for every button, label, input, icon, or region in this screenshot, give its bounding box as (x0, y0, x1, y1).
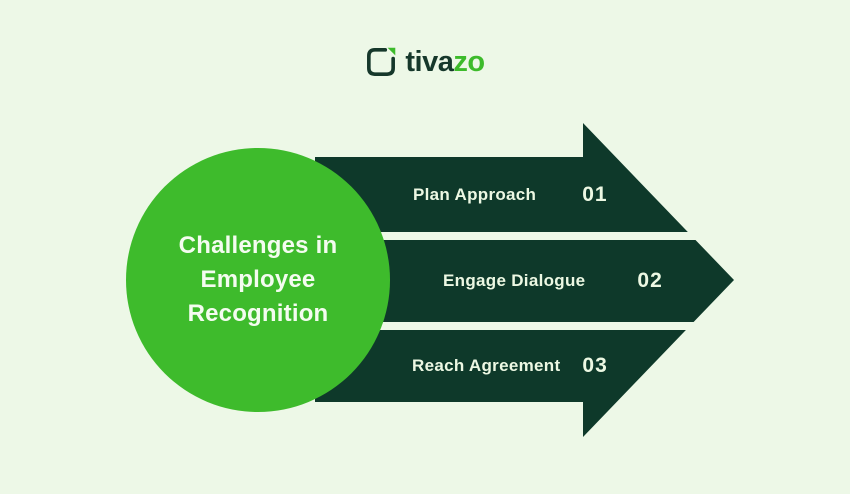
step-2-label: Engage Dialogue (443, 271, 586, 290)
challenge-circle: Challenges in Employee Recognition (126, 148, 390, 412)
step-1-label: Plan Approach (413, 184, 537, 204)
tivazo-square-leaf-icon (367, 47, 396, 76)
step-1-number: 01 (582, 182, 608, 206)
step-row-2: Engage Dialogue 02 (443, 240, 663, 322)
arrow-gap-divider-1 (310, 232, 750, 240)
brand-name-suffix: zo (453, 45, 485, 78)
step-3-number: 03 (582, 354, 608, 377)
arrow-body-shape (315, 123, 734, 437)
brand-logo: tivazo (0, 46, 850, 78)
brand-name-prefix: tiva (405, 45, 454, 78)
step-2-number: 02 (637, 269, 663, 292)
brand-wordmark: tivazo (405, 45, 485, 78)
arrow-gap-divider-2 (310, 322, 750, 330)
step-row-1: Plan Approach 01 (413, 157, 608, 232)
challenge-title: Challenges in Employee Recognition (178, 232, 338, 327)
step-3-label: Reach Agreement (412, 356, 561, 375)
step-row-3: Reach Agreement 03 (412, 330, 608, 402)
